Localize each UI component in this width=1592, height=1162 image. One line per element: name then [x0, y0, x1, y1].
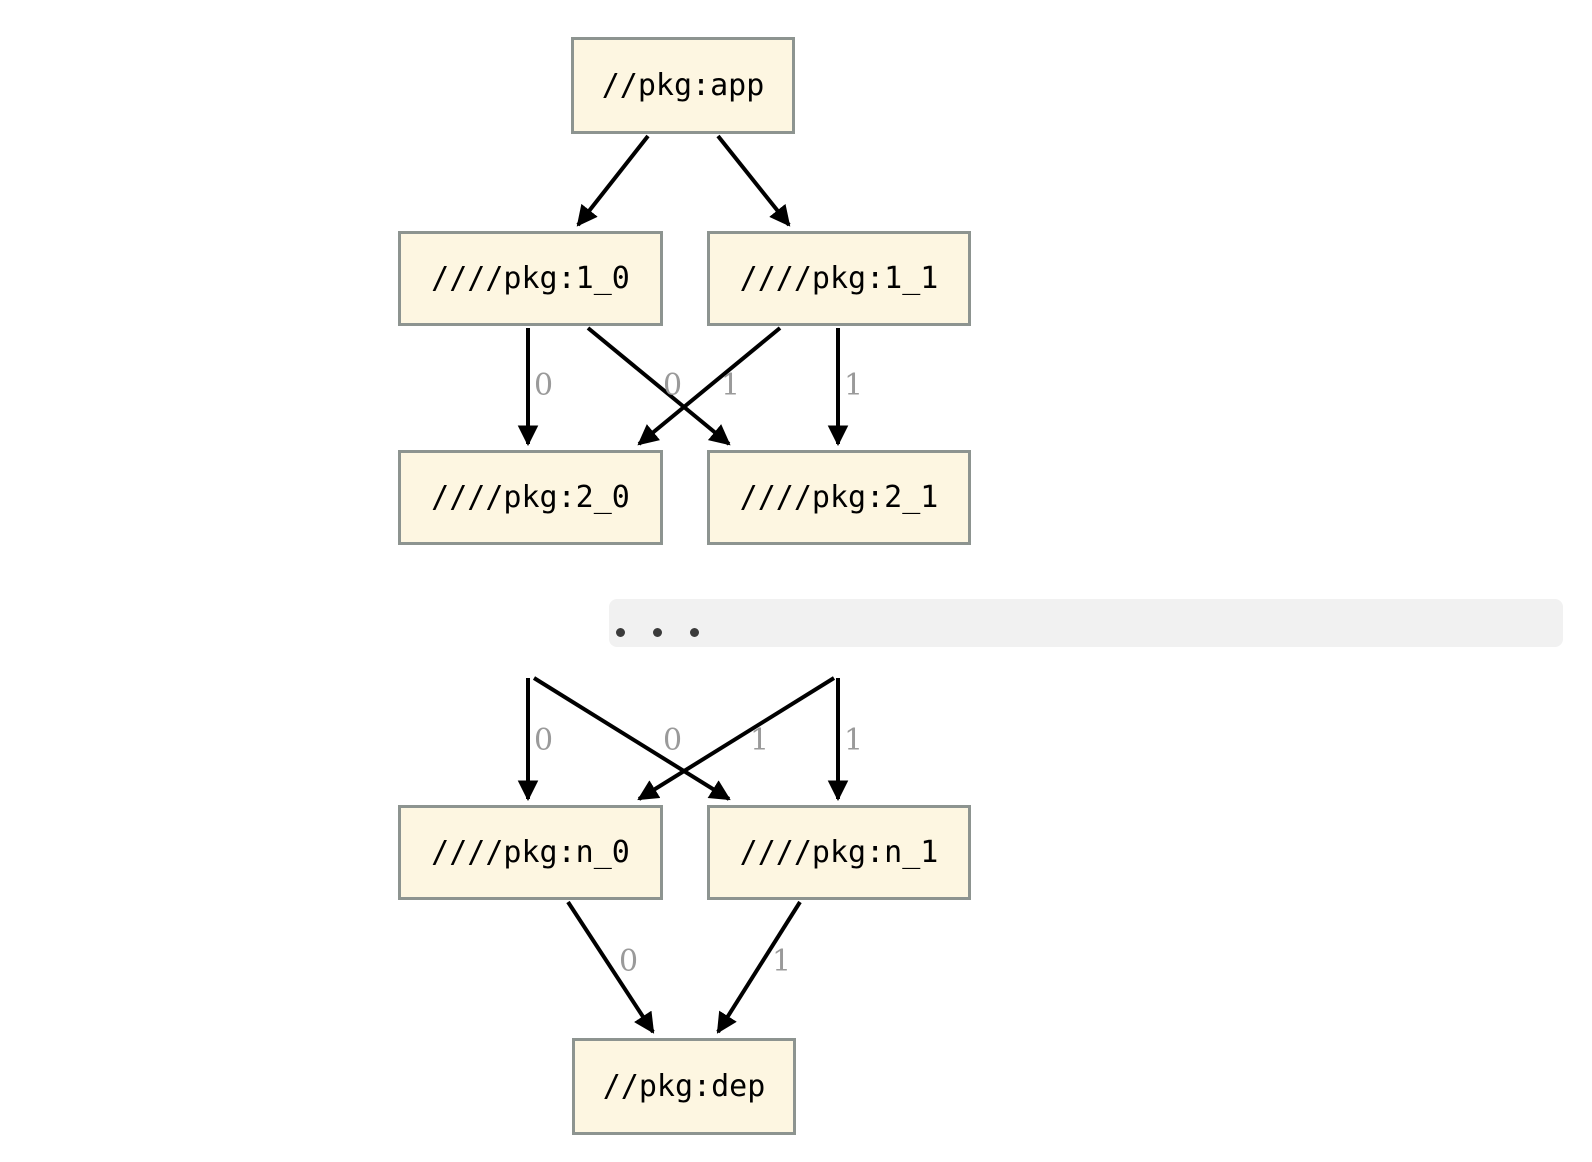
edge-label: 0 [534, 723, 554, 758]
edge-label: 1 [772, 944, 792, 979]
edge-arrow [576, 134, 650, 227]
ellipsis-dot [616, 628, 625, 637]
node-nn_1[interactable]: ////pkg:n_1 [707, 805, 971, 900]
edge-label: 0 [663, 368, 683, 403]
edge-label: 0 [534, 368, 554, 403]
edge-label: 0 [663, 723, 683, 758]
edge-arrow [637, 676, 836, 801]
edge-label: 1 [750, 723, 770, 758]
node-label: ////pkg:n_1 [739, 835, 939, 870]
node-app[interactable]: //pkg:app [571, 37, 795, 134]
node-label: ////pkg:1_0 [431, 261, 630, 296]
node-n2_0[interactable]: ////pkg:2_0 [398, 450, 663, 545]
node-dep[interactable]: //pkg:dep [572, 1038, 796, 1135]
ellipsis-placeholder-band [609, 599, 1563, 647]
node-label: ////pkg:n_0 [431, 835, 630, 870]
ellipsis-dot [690, 628, 699, 637]
edge-arrow [566, 900, 655, 1034]
node-label: ////pkg:2_1 [739, 480, 939, 515]
node-n1_0[interactable]: ////pkg:1_0 [398, 231, 663, 326]
node-label: //pkg:dep [602, 1069, 766, 1104]
edge-label: 1 [844, 723, 864, 758]
node-nn_0[interactable]: ////pkg:n_0 [398, 805, 663, 900]
node-label: ////pkg:2_0 [431, 480, 630, 515]
edge-label: 1 [844, 368, 864, 403]
edge-arrow [716, 134, 791, 227]
node-n2_1[interactable]: ////pkg:2_1 [707, 450, 971, 545]
node-n1_1[interactable]: ////pkg:1_1 [707, 231, 971, 326]
edge-label: 0 [619, 944, 639, 979]
edge-arrow [716, 900, 802, 1034]
node-label: //pkg:app [601, 68, 765, 103]
edge-arrow [586, 326, 731, 446]
node-label: ////pkg:1_1 [739, 261, 939, 296]
edge-label: 1 [721, 368, 741, 403]
ellipsis-dot [653, 628, 662, 637]
edges-group [517, 134, 849, 1034]
edge-arrow [532, 676, 731, 801]
edge-arrow [637, 326, 782, 446]
